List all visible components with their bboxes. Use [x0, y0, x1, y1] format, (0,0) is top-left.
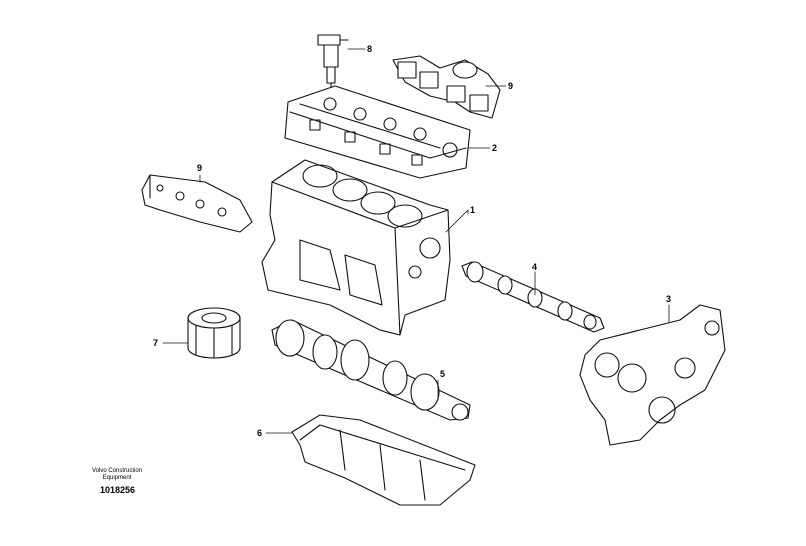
crankshaft-part: [271, 319, 471, 421]
callout-3: 3: [666, 294, 671, 304]
callout-9-left: 9: [197, 163, 202, 173]
callout-9-top: 9: [508, 81, 513, 91]
exhaust-manifold-part: [392, 55, 501, 119]
oil-pan-part: [291, 414, 476, 506]
brand-line-2: Equipment: [102, 475, 132, 481]
injector-part: [317, 34, 349, 93]
leader-lines: [162, 48, 670, 434]
callout-8: 8: [367, 44, 372, 54]
callout-4: 4: [532, 262, 537, 272]
oil-filter-part: [187, 307, 241, 359]
callout-2: 2: [492, 143, 497, 153]
callout-6: 6: [257, 428, 262, 438]
document-number: 1018256: [100, 485, 136, 495]
camshaft-part: [461, 261, 605, 333]
footer-credit: Volvo Construction Equipment 1018256: [62, 468, 172, 495]
timing-gear-case-part: [579, 304, 726, 446]
cylinder-head-part: [284, 85, 471, 179]
callout-7: 7: [153, 338, 158, 348]
brand-line-1: Volvo Construction: [91, 468, 143, 474]
cylinder-block-part: [261, 159, 451, 336]
callout-5: 5: [440, 369, 445, 379]
intake-manifold-part: [141, 174, 253, 233]
callout-1: 1: [470, 205, 475, 215]
